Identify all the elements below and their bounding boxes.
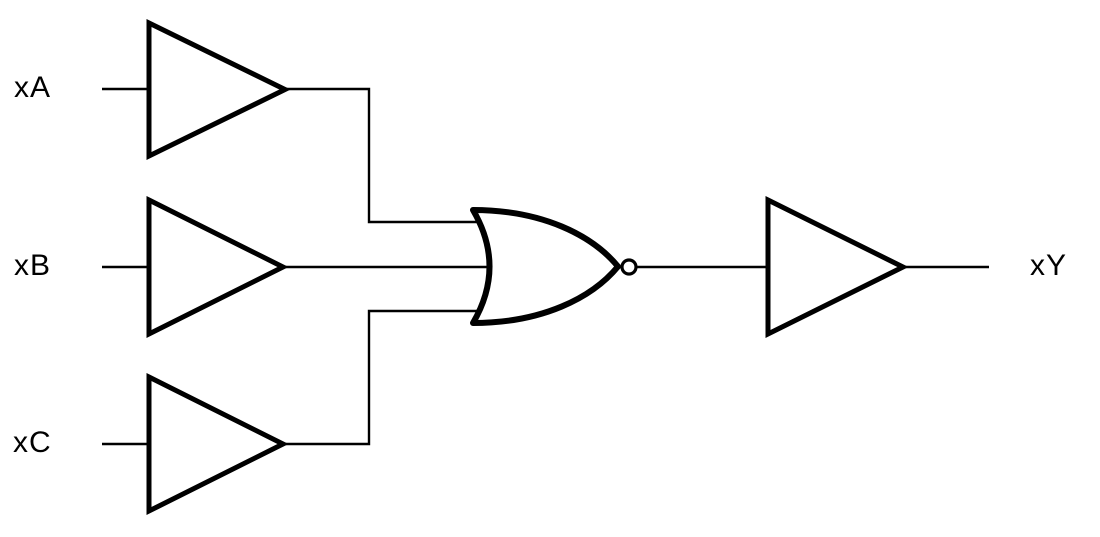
buffer-b-icon xyxy=(146,195,289,339)
wire-buffer-a-to-nor xyxy=(285,87,480,224)
output-buffer-icon xyxy=(765,195,909,339)
buffer-c-icon xyxy=(146,372,289,516)
net-label-output: xY xyxy=(1030,249,1068,282)
nor-gate-icon xyxy=(470,207,621,326)
net-label-input-b: xB xyxy=(14,249,52,282)
net-label-input-c: xC xyxy=(13,426,52,459)
wires xyxy=(102,87,989,446)
inverter-bubble-icon xyxy=(620,258,638,276)
buffer-a-icon xyxy=(146,18,291,161)
net-label-input-a: xA xyxy=(14,71,52,104)
wire-buffer-c-to-nor xyxy=(283,309,480,446)
